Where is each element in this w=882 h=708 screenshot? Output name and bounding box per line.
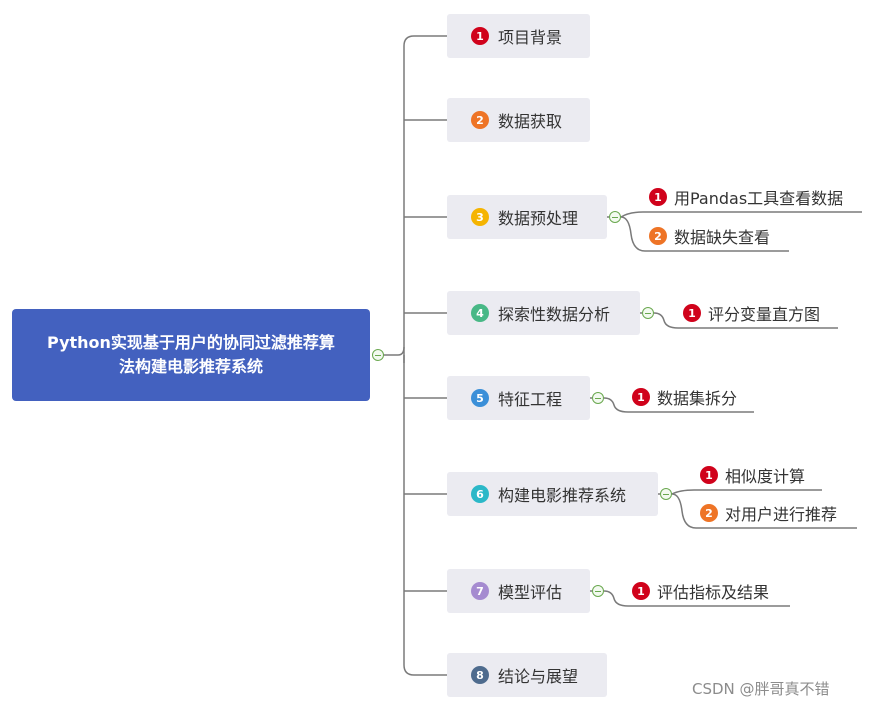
collapse-toggle-icon[interactable] [592,392,604,404]
number-badge-icon: 2 [700,504,718,522]
subtopic-5-1[interactable]: 1 数据集拆分 [632,385,737,409]
sub-branch-line [671,489,822,495]
subtopic-6-1[interactable]: 1 相似度计算 [700,463,805,487]
topic-5[interactable]: 5 特征工程 [447,376,590,420]
sub-branch-line [653,312,838,329]
number-badge-icon: 1 [700,466,718,484]
subtopic-label: 相似度计算 [725,467,806,486]
number-badge-icon: 1 [649,188,667,206]
topic-2[interactable]: 2 数据获取 [447,98,590,142]
topic-label: 项目背景 [498,28,563,47]
number-badge-icon: 2 [471,111,489,129]
topic-label: 结论与展望 [498,667,579,686]
branch-line [403,35,447,47]
sub-branch-line [671,493,857,529]
subtopic-3-1[interactable]: 1 用Pandas工具查看数据 [649,185,843,209]
number-badge-icon: 6 [471,485,489,503]
number-badge-icon: 8 [471,666,489,684]
topic-8[interactable]: 8 结论与展望 [447,653,607,697]
number-badge-icon: 7 [471,582,489,600]
root-title: Python实现基于用户的协同过滤推荐算法构建电影推荐系统 [47,333,335,376]
collapse-toggle-icon[interactable] [642,307,654,319]
branch-line [403,664,447,676]
subtopic-3-2[interactable]: 2 数据缺失查看 [649,224,770,248]
subtopic-label: 数据集拆分 [657,389,738,408]
topic-3[interactable]: 3 数据预处理 [447,195,607,239]
collapse-toggle-icon[interactable] [592,585,604,597]
subtopic-label: 评分变量直方图 [708,305,821,324]
number-badge-icon: 1 [632,582,650,600]
sub-branch-line [620,211,862,218]
subtopic-7-1[interactable]: 1 评估指标及结果 [632,579,769,603]
subtopic-label: 用Pandas工具查看数据 [674,189,844,208]
sub-branch-line [603,397,754,413]
subtopic-6-2[interactable]: 2 对用户进行推荐 [700,501,837,525]
topic-label: 探索性数据分析 [498,305,611,324]
number-badge-icon: 4 [471,304,489,322]
topic-label: 构建电影推荐系统 [498,486,627,505]
topic-label: 特征工程 [498,390,563,409]
subtopic-label: 评估指标及结果 [657,583,770,602]
number-badge-icon: 1 [632,388,650,406]
topic-label: 数据获取 [498,112,563,131]
number-badge-icon: 5 [471,389,489,407]
number-badge-icon: 3 [471,208,489,226]
topic-label: 数据预处理 [498,209,579,228]
subtopic-4-1[interactable]: 1 评分变量直方图 [683,301,820,325]
subtopic-label: 对用户进行推荐 [725,505,838,524]
number-badge-icon: 1 [683,304,701,322]
sub-branch-line [603,590,790,607]
topic-1[interactable]: 1 项目背景 [447,14,590,58]
number-badge-icon: 2 [649,227,667,245]
watermark: CSDN @胖哥真不错 [692,680,830,698]
number-badge-icon: 1 [471,27,489,45]
collapse-toggle-icon[interactable] [609,211,621,223]
collapse-toggle-icon[interactable] [660,488,672,500]
root-collapse-toggle-icon[interactable] [372,349,384,361]
topic-4[interactable]: 4 探索性数据分析 [447,291,640,335]
topic-7[interactable]: 7 模型评估 [447,569,590,613]
sub-branch-line [620,216,789,252]
topic-6[interactable]: 6 构建电影推荐系统 [447,472,658,516]
subtopic-label: 数据缺失查看 [674,228,771,247]
root-topic[interactable]: Python实现基于用户的协同过滤推荐算法构建电影推荐系统 [12,309,370,401]
topic-label: 模型评估 [498,583,563,602]
